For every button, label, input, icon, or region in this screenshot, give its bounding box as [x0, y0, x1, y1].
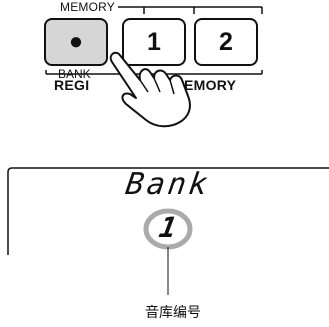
bank-dot-icon: ● — [68, 28, 84, 55]
lcd-frame — [7, 167, 329, 255]
memory-1-label: 1 — [147, 27, 161, 56]
memory-2-button[interactable]: 2 — [194, 18, 258, 66]
bank-label: BANK — [58, 67, 91, 81]
regist-label-left: REGI — [54, 77, 90, 93]
lcd-bank-number: 1 — [156, 211, 180, 244]
bank-button[interactable]: ● — [44, 18, 108, 66]
memory-2-label: 2 — [219, 27, 233, 56]
registration-memory-panel: MEMORY ● 1 2 BANK REGI EMORY — [0, 0, 329, 130]
bank-number-caption: 音库编号 — [145, 305, 201, 321]
memory-label: MEMORY — [60, 0, 115, 14]
lcd-display: Bank 1 — [7, 167, 329, 295]
highlight-circle — [143, 208, 193, 295]
regist-label-right: EMORY — [184, 77, 237, 93]
memory-1-button[interactable]: 1 — [122, 18, 186, 66]
pointing-hand-icon — [109, 51, 191, 128]
